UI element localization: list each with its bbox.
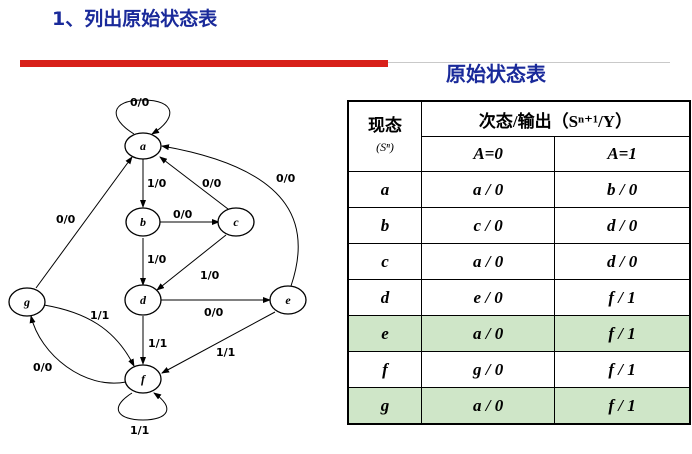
edge-label-a-a: 0/0	[130, 96, 150, 109]
node-f: f	[124, 364, 162, 394]
node-g: g	[8, 287, 46, 317]
edge-e-f	[161, 311, 276, 374]
present-state-label: 现态	[368, 116, 402, 135]
cell-next-a0: a / 0	[420, 315, 556, 352]
edge-f-f	[117, 392, 168, 421]
cell-next-a1: b / 0	[554, 171, 691, 208]
edge-a-a	[115, 99, 171, 135]
present-state-header: 现态 (Sⁿ)	[347, 100, 422, 172]
edge-label-d-f: 1/1	[148, 337, 167, 350]
edge-label-f-f: 1/1	[130, 424, 149, 437]
node-g-label: g	[23, 295, 30, 309]
col-header-a0: A=0	[420, 136, 556, 172]
node-a: a	[124, 132, 162, 160]
edge-label-f-g: 0/0	[33, 361, 53, 374]
edge-label-b-c: 0/0	[173, 208, 193, 221]
edge-label-g-f: 1/1	[90, 309, 109, 322]
cell-present-state: g	[347, 387, 422, 425]
cell-present-state: e	[347, 315, 422, 352]
node-d: d	[124, 284, 162, 316]
node-e: e	[269, 285, 307, 315]
edge-label-g-a: 0/0	[56, 213, 76, 226]
cell-next-a0: c / 0	[420, 207, 556, 244]
edge-c-d	[156, 234, 227, 291]
edge-label-c-d: 1/0	[200, 269, 220, 282]
table-caption: 原始状态表	[446, 62, 546, 86]
edge-label-e-f: 1/1	[216, 346, 235, 359]
cell-next-a1: d / 0	[554, 243, 691, 280]
edge-f-g	[29, 315, 127, 384]
cell-next-a0: a / 0	[420, 171, 556, 208]
cell-present-state: b	[347, 207, 422, 244]
edge-g-f	[43, 304, 135, 367]
col-header-a1: A=1	[554, 136, 691, 172]
node-b-label: b	[140, 215, 146, 229]
node-b: b	[125, 207, 161, 237]
state-diagram: a b c d e f g 0/0 1/0 0/0 0/0 1/0 1/0 0/…	[8, 96, 307, 437]
cell-next-a1: d / 0	[554, 207, 691, 244]
cell-next-a1: f / 1	[554, 351, 691, 388]
cell-present-state: d	[347, 279, 422, 316]
title-underline-rule	[388, 62, 670, 63]
cell-next-a0: a / 0	[420, 387, 556, 425]
node-a-label: a	[140, 139, 146, 153]
cell-next-a0: g / 0	[420, 351, 556, 388]
node-c-label: c	[233, 215, 239, 229]
slide-title: 1、列出原始状态表	[52, 8, 218, 30]
edge-label-a-b: 1/0	[147, 177, 167, 190]
node-d-label: d	[140, 293, 147, 307]
node-e-label: e	[285, 293, 291, 307]
title-underline-bar	[20, 60, 388, 67]
edge-label-c-a: 0/0	[202, 177, 222, 190]
edge-label-d-e: 0/0	[204, 306, 224, 319]
cell-next-a0: e / 0	[420, 279, 556, 316]
node-f-label: f	[141, 372, 146, 386]
cell-present-state: a	[347, 171, 422, 208]
edge-c-a	[159, 156, 229, 210]
cell-next-a1: f / 1	[554, 279, 691, 316]
cell-present-state: c	[347, 243, 422, 280]
cell-next-a1: f / 1	[554, 387, 691, 425]
present-state-sub: (Sⁿ)	[376, 140, 394, 154]
edge-g-a	[35, 156, 133, 289]
cell-next-a0: a / 0	[420, 243, 556, 280]
edge-label-e-a: 0/0	[276, 172, 296, 185]
cell-next-a1: f / 1	[554, 315, 691, 352]
next-state-header: 次态/输出（Sⁿ⁺¹/Y）	[421, 100, 691, 137]
node-c: c	[217, 207, 255, 237]
edge-label-b-d: 1/0	[147, 253, 167, 266]
cell-present-state: f	[347, 351, 422, 388]
edge-e-a	[161, 144, 299, 287]
